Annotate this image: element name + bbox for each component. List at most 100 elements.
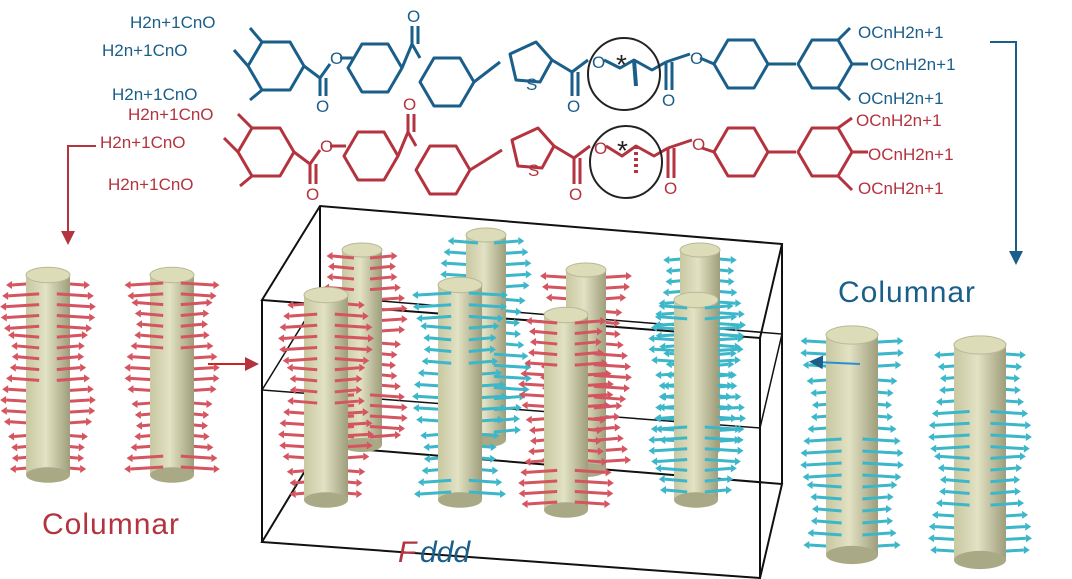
dipole-arrow-head	[529, 436, 536, 445]
dipole-arrow-head	[130, 341, 137, 350]
dipole-arrow-head	[625, 373, 632, 382]
dipole-arrow-head	[398, 392, 405, 401]
dipole-arrow-head	[492, 466, 499, 475]
dipole-arrow	[654, 447, 688, 453]
blue-chiral-star: *	[616, 49, 627, 80]
dipole-arrow	[574, 489, 608, 495]
red-thiophene-ring	[510, 126, 556, 170]
dipole-arrow	[704, 425, 736, 431]
dipole-arrow-head	[399, 325, 406, 334]
blue-ester-o6: O	[690, 49, 703, 68]
cylinder-bottom	[26, 467, 70, 483]
red-right-bottom-chain: OCnH2n+1	[858, 179, 944, 198]
dipole-arrow	[332, 275, 355, 281]
dipole-arrow-head	[1016, 464, 1023, 473]
dipole-arrow	[468, 314, 498, 320]
dipole-arrow-head	[124, 465, 131, 473]
dipole-arrow-head	[206, 400, 213, 409]
red-ketone-o: O	[403, 95, 416, 114]
dipole-arrow-head	[356, 385, 363, 394]
dipole-arrow-head	[802, 473, 809, 481]
dipole-arrow-head	[213, 465, 220, 473]
dipole-arrow-head	[282, 356, 289, 365]
dipole-arrow	[56, 355, 79, 361]
dipole-arrow	[334, 357, 364, 363]
dipole-arrow-head	[326, 252, 333, 260]
dipole-arrow	[56, 324, 87, 330]
dipole-arrow-head	[207, 341, 214, 350]
blue-fluorenone-left-ring	[346, 42, 404, 94]
dipole-arrow	[56, 303, 90, 309]
dipole-arrow-head	[401, 315, 408, 324]
dipole-arrow	[526, 468, 558, 474]
dipole-arrow-head	[206, 298, 213, 307]
column-cylinder	[124, 266, 220, 483]
dipole-arrow-head	[800, 449, 807, 457]
dipole-arrow	[427, 359, 452, 365]
dipole-arrow-head	[658, 302, 665, 310]
dipole-arrow	[493, 352, 523, 358]
dipole-arrow-head	[210, 291, 217, 300]
dipole-arrows-front	[412, 291, 508, 498]
dipole-arrow-head	[501, 392, 508, 401]
dipole-arrow-head	[501, 404, 508, 413]
red-ester-o6: O	[692, 135, 705, 154]
dipole-arrow	[937, 410, 970, 416]
red-ester-o4: O	[594, 139, 607, 158]
dipole-arrow	[283, 334, 318, 340]
dipole-arrow	[334, 334, 369, 340]
dipole-arrow-head	[658, 403, 665, 412]
dipole-arrow-head	[737, 334, 744, 343]
dipole-arrow	[493, 428, 516, 434]
dipole-arrow-head	[616, 308, 623, 317]
dipole-arrow-head	[80, 363, 87, 372]
dipole-arrow	[704, 304, 728, 310]
dipole-arrow-head	[727, 403, 734, 412]
dipole-arrow-head	[289, 385, 296, 394]
dipole-arrow-head	[497, 415, 504, 424]
dipole-arrow-head	[730, 349, 737, 358]
dipole-arrow-head	[734, 356, 741, 365]
dipole-arrow	[468, 303, 502, 309]
dipole-arrow-head	[514, 318, 521, 327]
red-phenyl-ring-2	[796, 126, 854, 178]
dipole-arrow	[990, 454, 1021, 460]
dipole-arrow-head	[124, 374, 131, 383]
dipole-arrow	[945, 489, 970, 495]
blue-gallate-ring	[246, 40, 306, 92]
dipole-arrow-head	[607, 489, 614, 498]
dipole-arrow-head	[891, 481, 898, 489]
cylinder-bottom	[674, 492, 718, 508]
dipole-arrow	[17, 355, 40, 361]
dipole-arrow-head	[807, 425, 814, 433]
dipole-arrow	[453, 239, 479, 245]
dipole-arrow-head	[800, 461, 807, 469]
dipole-arrow	[524, 479, 558, 485]
dipole-arrow-head	[525, 270, 532, 279]
dipole-arrow-head	[659, 392, 666, 401]
dipole-arrow	[493, 374, 526, 380]
red-fluorenone-right-ring	[414, 144, 472, 196]
dipole-arrow-head	[412, 404, 419, 413]
dipole-arrow-head	[520, 369, 527, 378]
dipole-arrow	[417, 291, 452, 297]
dipole-arrow	[493, 363, 526, 369]
dipole-arrow-head	[134, 331, 141, 340]
dipole-arrow	[661, 466, 688, 472]
dipole-arrow-head	[655, 370, 662, 379]
dipole-arrow-head	[398, 294, 405, 303]
dipole-arrow	[574, 500, 605, 506]
dipole-arrow-head	[289, 478, 296, 487]
columnar-label-blue: Columnar	[838, 276, 976, 309]
dipole-arrow-head	[525, 374, 532, 383]
dipole-arrow	[990, 466, 1017, 472]
cylinder-top	[543, 306, 589, 324]
red-right-middle-chain: OCnH2n+1	[868, 145, 954, 164]
dipole-arrow-head	[515, 329, 522, 338]
dipole-arrow-head	[359, 467, 366, 476]
cylinder-body	[826, 335, 878, 555]
dipole-arrow	[419, 490, 452, 496]
dipole-arrow-head	[1014, 475, 1021, 484]
dipole-arrow	[862, 473, 896, 479]
dipole-arrow-head	[525, 317, 532, 325]
